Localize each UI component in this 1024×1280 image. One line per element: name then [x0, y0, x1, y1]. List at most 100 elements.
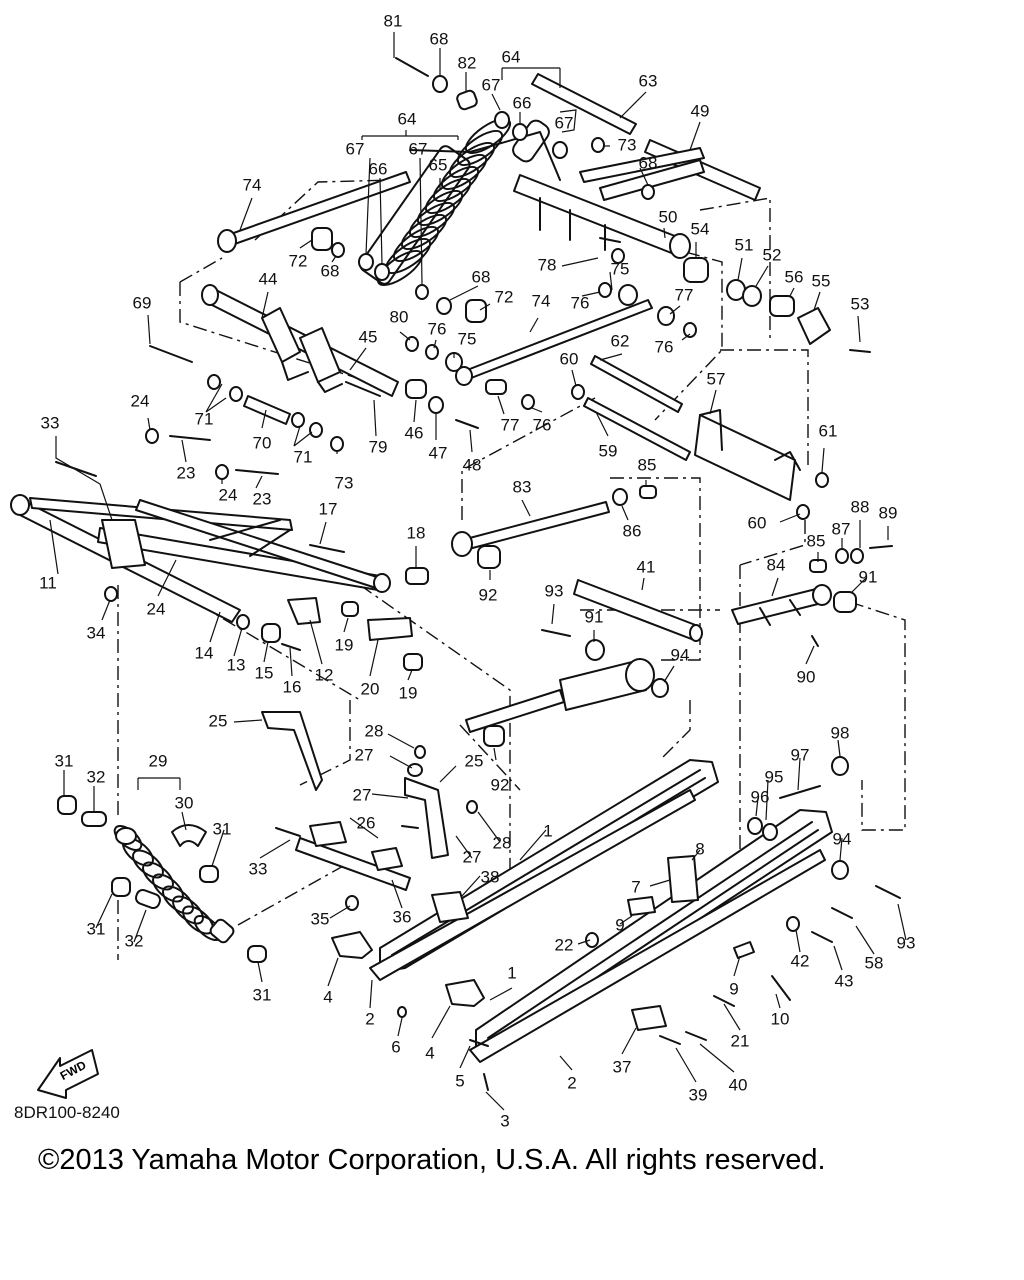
callout-label: 4 [425, 1043, 434, 1062]
callout-label: 50 [659, 207, 678, 226]
bracket-57 [583, 355, 801, 501]
callout-label: 63 [639, 71, 658, 90]
callout-label: 86 [623, 521, 642, 540]
callout-label: 87 [832, 519, 851, 538]
callout-label: 29 [149, 751, 168, 770]
lower-frame-11 [10, 494, 391, 623]
callout-label: 85 [638, 455, 657, 474]
callout-label: 72 [289, 251, 308, 270]
callout-label: 24 [147, 599, 166, 618]
callout-label: 39 [689, 1085, 708, 1104]
callout-label: 93 [545, 581, 564, 600]
rods [217, 73, 653, 386]
callout-label: 7 [631, 877, 640, 896]
callout-label: 33 [249, 859, 268, 878]
callout-label: 24 [131, 391, 150, 410]
callout-label: 74 [243, 175, 262, 194]
callout-label: 75 [611, 259, 630, 278]
callout-label: 37 [613, 1057, 632, 1076]
callout-label: 73 [335, 473, 354, 492]
callout-label: 59 [599, 441, 618, 460]
callout-label: 69 [133, 293, 152, 312]
callout-label: 93 [897, 933, 916, 952]
callout-label: 27 [353, 785, 372, 804]
callout-label: 41 [637, 557, 656, 576]
callout-label: 2 [365, 1009, 374, 1028]
arm-84 [731, 584, 832, 626]
lower-shock-absorber [113, 825, 235, 944]
callout-label: 96 [751, 787, 770, 806]
callout-label: 80 [390, 307, 409, 326]
callout-label: 66 [369, 159, 388, 178]
callout-label: 20 [361, 679, 380, 698]
callout-label: 76 [571, 293, 590, 312]
small-brackets [431, 855, 699, 1031]
callout-label: 23 [253, 489, 272, 508]
callout-label: 28 [365, 721, 384, 740]
callout-label: 81 [384, 11, 403, 30]
callout-label: 36 [393, 907, 412, 926]
callout-label: 31 [87, 919, 106, 938]
callout-label: 71 [195, 409, 214, 428]
callout-label: 97 [791, 745, 810, 764]
callout-label: 64 [502, 47, 521, 66]
callout-label: 19 [335, 635, 354, 654]
callout-label: 12 [315, 665, 334, 684]
callout-label: 33 [41, 413, 60, 432]
callout-label: 70 [253, 433, 272, 452]
callout-label: 27 [355, 745, 374, 764]
callout-label: 79 [369, 437, 388, 456]
callout-label: 47 [429, 443, 448, 462]
callout-label: 68 [430, 29, 449, 48]
drawing-code: 8DR100-8240 [14, 1103, 120, 1122]
callout-label: 76 [655, 337, 674, 356]
callout-label: 31 [253, 985, 272, 1004]
callout-label: 28 [493, 833, 512, 852]
callout-label: 31 [213, 819, 232, 838]
leader-lines [49, 32, 907, 1111]
callout-label: 73 [618, 135, 637, 154]
callout-label: 68 [321, 261, 340, 280]
top-shock-absorber [359, 117, 561, 287]
callout-label: 27 [463, 847, 482, 866]
callout-label: 31 [55, 751, 74, 770]
copyright-notice: ©2013 Yamaha Motor Corporation, U.S.A. A… [38, 1144, 826, 1176]
callout-label: 94 [833, 829, 852, 848]
callout-label: 21 [731, 1031, 750, 1050]
callout-label: 92 [491, 775, 510, 794]
callout-label: 91 [585, 607, 604, 626]
callout-label: 68 [472, 267, 491, 286]
callout-label: 77 [501, 415, 520, 434]
callout-label: 38 [481, 867, 500, 886]
callout-label: 15 [255, 663, 274, 682]
callout-label: 95 [765, 767, 784, 786]
callout-label: 16 [283, 677, 302, 696]
brackets-25 [261, 711, 449, 859]
callout-label: 53 [851, 294, 870, 313]
callout-label: 32 [87, 767, 106, 786]
callout-label: 55 [812, 271, 831, 290]
callout-label: 8 [695, 839, 704, 858]
callout-label: 66 [513, 93, 532, 112]
callout-label: 25 [209, 711, 228, 730]
callout-label: 89 [879, 503, 898, 522]
callout-label: 71 [294, 447, 313, 466]
callout-label: 83 [513, 477, 532, 496]
callout-label: 57 [707, 369, 726, 388]
callout-label: 67 [555, 113, 574, 132]
callout-label: 60 [560, 349, 579, 368]
callout-label: 6 [391, 1037, 400, 1056]
callout-label: 88 [851, 497, 870, 516]
callout-label: 91 [859, 567, 878, 586]
callout-label: 82 [458, 53, 477, 72]
callout-label: 10 [771, 1009, 790, 1028]
callout-label: 35 [311, 909, 330, 928]
bolts [55, 57, 901, 1091]
callout-label: 25 [465, 751, 484, 770]
callout-label: 23 [177, 463, 196, 482]
callout-label: 11 [39, 573, 57, 592]
callout-label: 45 [359, 327, 378, 346]
callout-label: 62 [611, 331, 630, 350]
callout-label: 58 [865, 953, 884, 972]
